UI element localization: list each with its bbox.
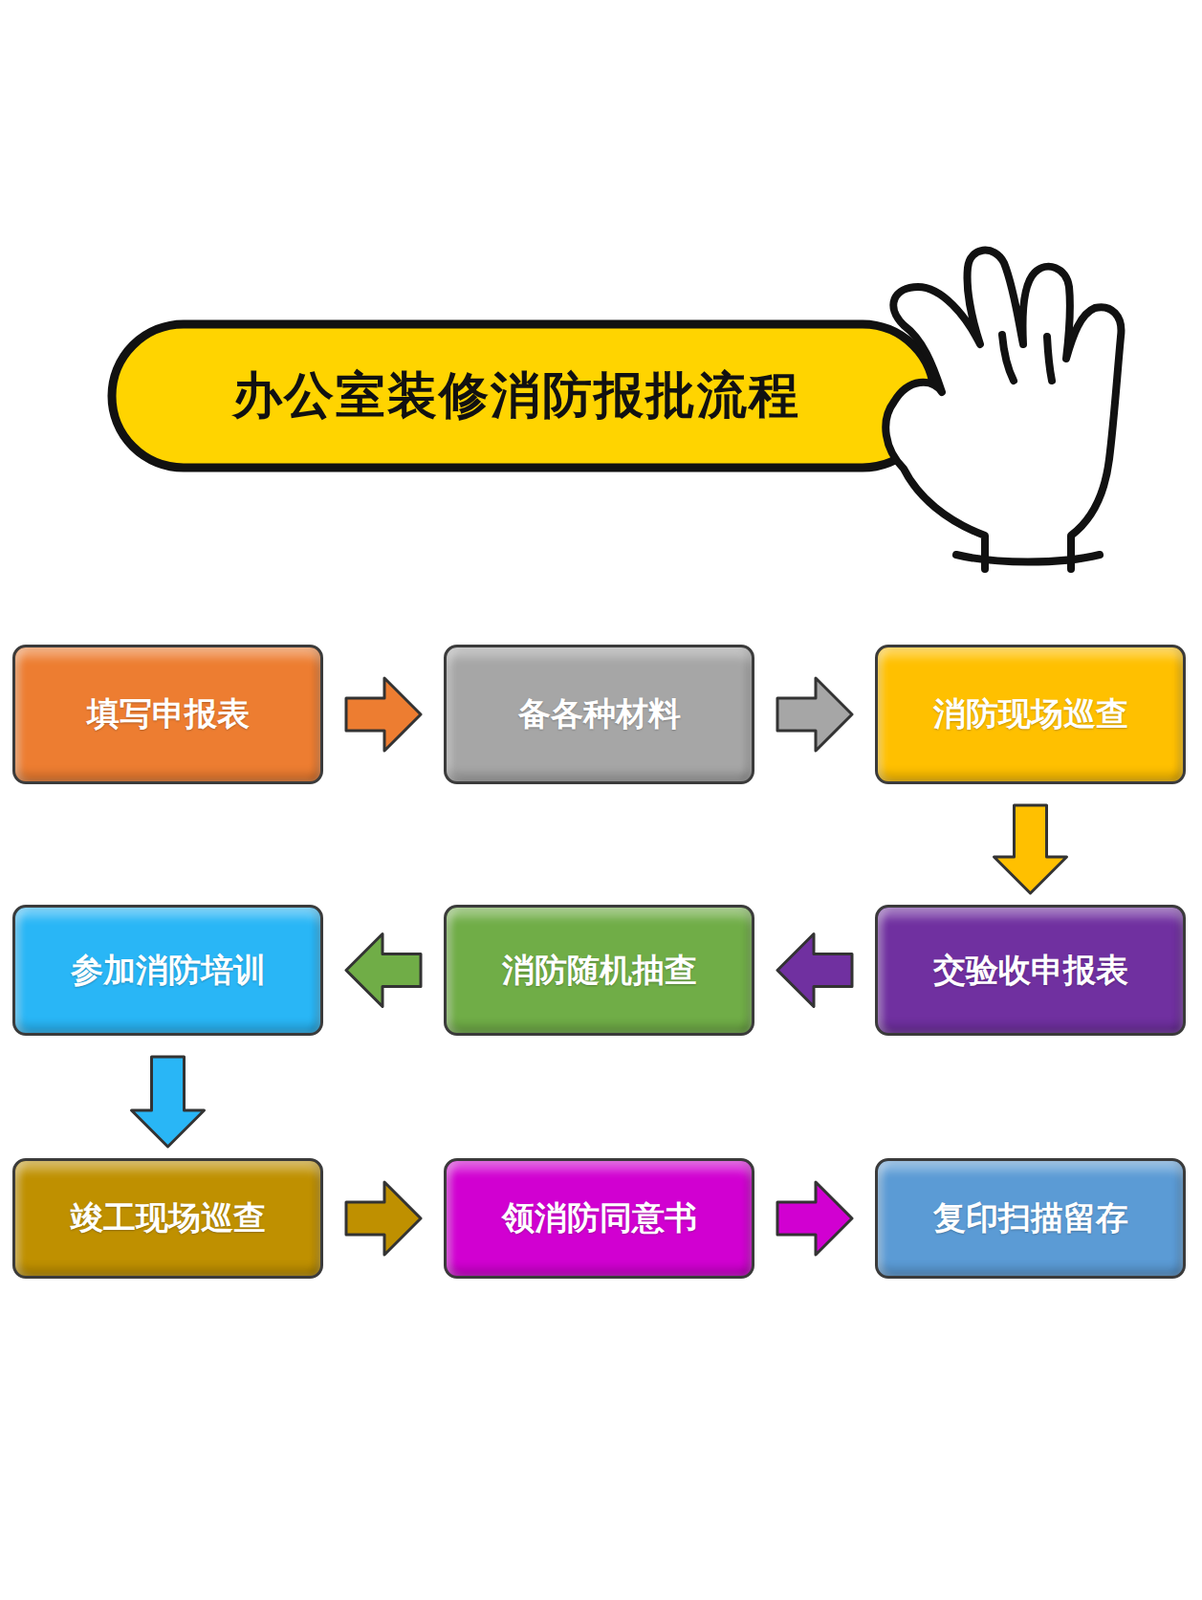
process-box: 消防随机抽查 xyxy=(443,904,755,1036)
hand-illustration xyxy=(885,250,1121,569)
step-label: 消防现场巡查 xyxy=(933,692,1129,737)
arrow-shape xyxy=(994,805,1068,894)
arrow-shape xyxy=(346,677,421,751)
arrow-shape xyxy=(346,1181,421,1255)
process-box: 领消防同意书 xyxy=(443,1158,755,1279)
block-arrow xyxy=(777,677,853,751)
block-arrow xyxy=(346,677,421,751)
block-arrow xyxy=(131,1056,205,1147)
step-label: 竣工现场巡查 xyxy=(70,1196,266,1241)
block-arrow xyxy=(346,1181,421,1255)
arrow-shape xyxy=(346,934,421,1007)
process-box: 填写申报表 xyxy=(12,644,324,785)
process-box: 竣工现场巡查 xyxy=(12,1158,324,1279)
process-box: 参加消防培训 xyxy=(12,904,324,1036)
step-label: 复印扫描留存 xyxy=(933,1196,1129,1241)
block-arrow xyxy=(994,805,1068,894)
process-box: 备各种材料 xyxy=(443,644,755,785)
process-box: 交验收申报表 xyxy=(874,904,1186,1036)
block-arrow xyxy=(777,934,853,1007)
process-box: 复印扫描留存 xyxy=(874,1158,1186,1279)
arrow-shape xyxy=(777,934,853,1007)
diagram-title: 办公室装修消防报批流程 xyxy=(232,362,801,430)
process-box: 消防现场巡查 xyxy=(874,644,1186,785)
step-label: 参加消防培训 xyxy=(70,948,266,993)
step-label: 备各种材料 xyxy=(518,692,681,737)
arrow-shape xyxy=(777,677,853,751)
title-pill xyxy=(111,324,935,468)
step-label: 领消防同意书 xyxy=(502,1196,698,1241)
step-label: 填写申报表 xyxy=(87,692,250,737)
block-arrow xyxy=(346,934,421,1007)
block-arrow xyxy=(777,1181,853,1255)
step-label: 消防随机抽查 xyxy=(502,948,698,993)
arrow-shape xyxy=(131,1056,205,1147)
arrow-shape xyxy=(777,1181,853,1255)
step-label: 交验收申报表 xyxy=(933,948,1129,993)
